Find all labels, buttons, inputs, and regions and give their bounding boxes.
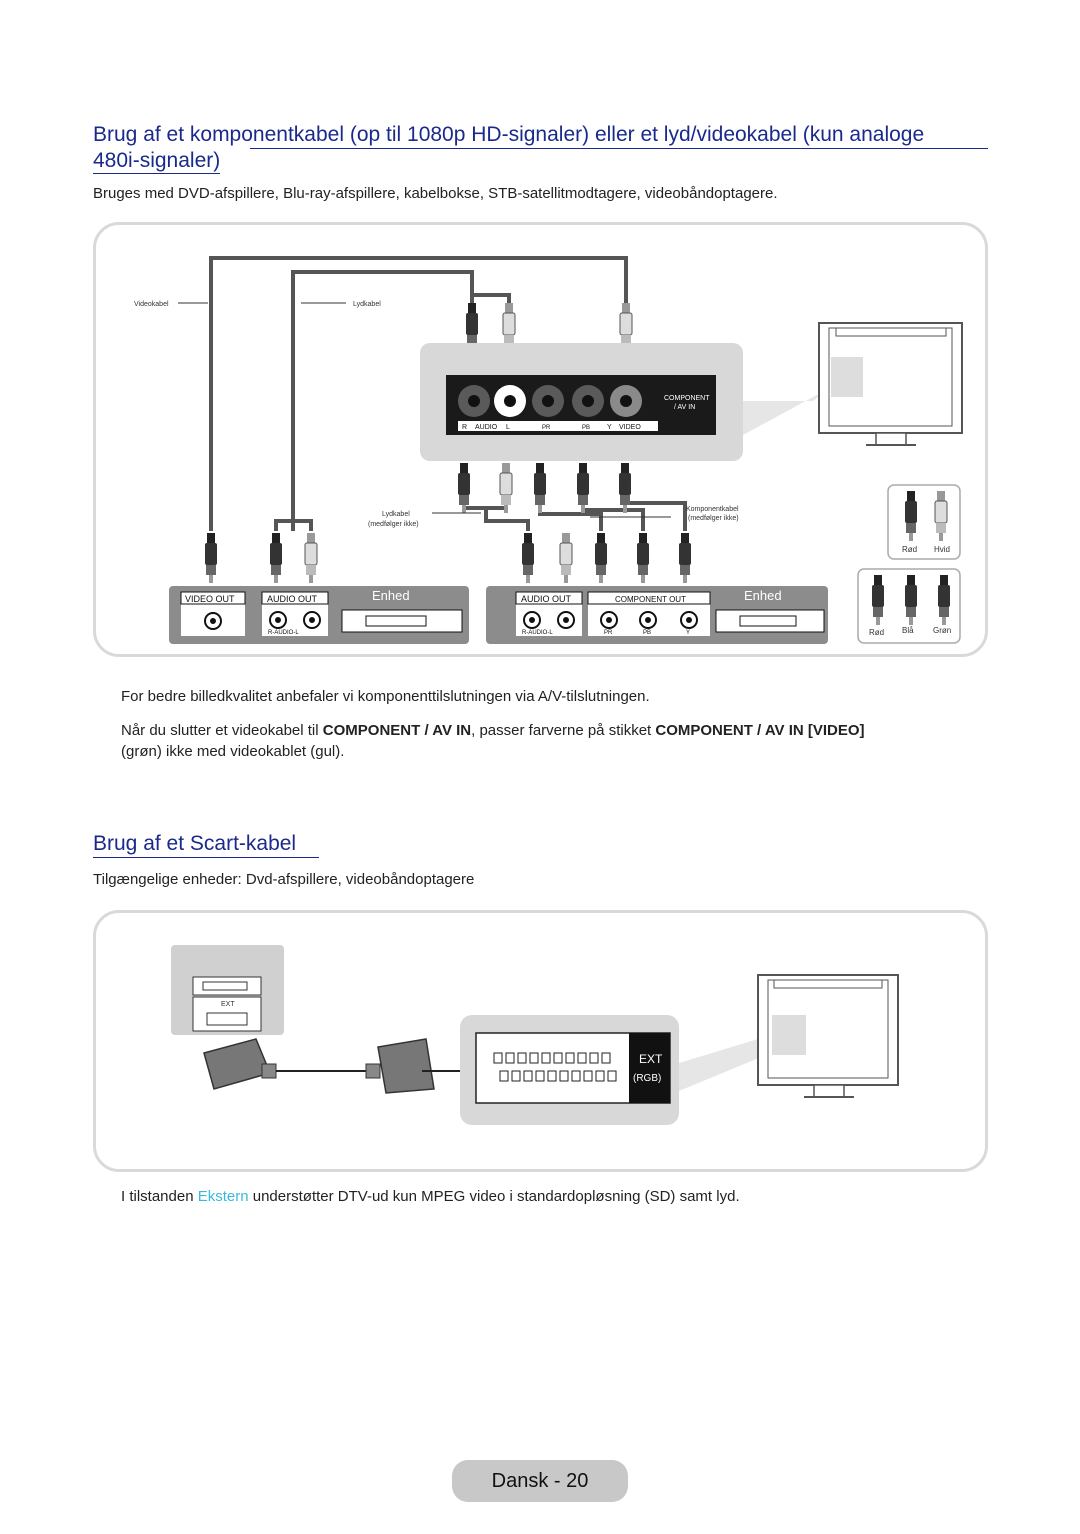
scart-plug-right <box>365 1038 435 1094</box>
dev1-video-out-label: VIDEO OUT <box>185 594 235 604</box>
dev2-enhed-label: Enhed <box>744 588 782 603</box>
section2-subtitle: Tilgængelige enheder: Dvd-afspillere, vi… <box>93 871 475 888</box>
note2-part-c: , passer farverne på stikket <box>471 722 656 739</box>
zoom-wedge <box>743 390 826 435</box>
jack-l <box>494 385 526 417</box>
device-2: AUDIO OUT R-AUDIO-L COMPONENT OUT PR PB … <box>486 586 828 644</box>
tv-rear-view <box>818 322 963 446</box>
device-ext-label: EXT <box>221 1001 235 1008</box>
dev1-enhed-label: Enhed <box>372 588 410 603</box>
device-1: VIDEO OUT AUDIO OUT R-AUDIO-L Enhed <box>169 586 469 644</box>
note2-part-e: (grøn) ikke med videokablet (gul). <box>121 743 345 760</box>
panel-label-strip <box>458 421 658 431</box>
plug-audio-r-dev2 <box>522 533 534 583</box>
plug-mid-r2 <box>534 463 546 513</box>
zoom-wedge-2 <box>679 1039 771 1091</box>
scart-pins <box>493 1052 617 1082</box>
plug-audio-r-dev1 <box>270 533 282 583</box>
panel-video: VIDEO <box>619 424 641 431</box>
legend2-red: Rød <box>869 628 884 637</box>
section-subtitle: Bruges med DVD-afspillere, Blu-ray-afspi… <box>93 185 778 202</box>
jack-y <box>610 385 642 417</box>
note-ekstern-a: I tilstanden <box>121 1188 198 1205</box>
title-underline <box>250 148 988 149</box>
plug-mid-w <box>499 462 513 514</box>
plug-mid-g <box>619 463 631 513</box>
jack-pb <box>572 385 604 417</box>
plug-pr-dev2 <box>595 533 607 583</box>
label-lydkabel-bottom: Lydkabel <box>382 511 410 518</box>
legend2-blue: Blå <box>902 626 914 635</box>
note-ekstern-b: Ekstern <box>197 1188 249 1205</box>
page-number-pill: Dansk - 20 <box>452 1460 628 1502</box>
jack-r <box>458 385 490 417</box>
section-title-component: Brug af et komponentkabel (op til 1080p … <box>93 122 989 174</box>
note2-part-b: COMPONENT / AV IN <box>322 722 472 739</box>
plug-y-dev2 <box>679 533 691 583</box>
note-component-colors: Når du slutter et videokabel til COMPONE… <box>121 720 986 762</box>
section-title-line2: 480i-signaler) <box>93 149 221 174</box>
note-ekstern: I tilstanden Ekstern understøtter DTV-ud… <box>121 1186 986 1207</box>
scart-plug-left <box>203 1038 277 1090</box>
plug-audio-w-dev2 <box>559 532 573 584</box>
panel-l: L <box>506 424 510 431</box>
label-komponent-2: (medfølger ikke) <box>688 515 739 522</box>
panel-y: Y <box>607 424 612 431</box>
dev1-audio-out-label: AUDIO OUT <box>267 594 318 604</box>
legend1-red: Rød <box>902 545 917 554</box>
label-videokabel: Videokabel <box>134 301 169 308</box>
note2-part-a: Når du slutter et videokabel til <box>121 722 323 739</box>
plug-audio-w-dev1 <box>304 532 318 584</box>
note-component-quality: For bedre billedkvalitet anbefaler vi ko… <box>121 688 650 705</box>
panel-component-label: COMPONENT <box>664 395 710 402</box>
dev2-component-out-label: COMPONENT OUT <box>615 595 686 604</box>
panel-pr: PR <box>542 425 551 431</box>
plug-pb-dev2 <box>637 533 649 583</box>
plug-mid-b <box>577 463 589 513</box>
jack-pr <box>532 385 564 417</box>
note2-part-d: COMPONENT / AV IN [VIDEO] <box>655 722 865 739</box>
component-connection-diagram: Videokabel Lydkabel COMPONENT / AV IN R … <box>93 222 988 657</box>
ext-label: EXT <box>639 1052 663 1066</box>
dev2-audio-out-label: AUDIO OUT <box>521 594 572 604</box>
label-lydkabel-bottom-2: (medfølger ikke) <box>368 521 419 528</box>
dev2-raudiol-label: R-AUDIO-L <box>522 630 553 636</box>
label-lydkabel-top: Lydkabel <box>353 301 381 308</box>
dev1-raudiol-label: R-AUDIO-L <box>268 630 299 636</box>
panel-avin-label: / AV IN <box>674 404 695 411</box>
legend-audio-cable: Rød Hvid <box>887 484 961 560</box>
dev2-pr-label: PR <box>604 630 613 636</box>
dev2-pb-label: PB <box>643 630 651 636</box>
panel-pb: PB <box>582 425 590 431</box>
legend2-green: Grøn <box>933 626 951 635</box>
dev2-y-label: Y <box>686 630 690 636</box>
panel-r: R <box>462 424 467 431</box>
legend1-white: Hvid <box>934 545 950 554</box>
legend-component-cable: Rød Blå Grøn <box>857 568 961 644</box>
label-komponent: Komponentkabel <box>686 506 739 513</box>
scart-diagram-svg: EXT EXT (RGB) <box>171 945 899 1125</box>
scart-device: EXT <box>171 945 284 1035</box>
section-title-line1: Brug af et komponentkabel (op til 1080p … <box>93 123 925 146</box>
ext-rgb-label: (RGB) <box>633 1073 661 1084</box>
note-ekstern-c: understøtter DTV-ud kun MPEG video i sta… <box>248 1188 740 1205</box>
section-title-scart: Brug af et Scart-kabel <box>93 832 297 855</box>
panel-audio: AUDIO <box>475 424 498 431</box>
tv-rear-view-2 <box>757 974 899 1098</box>
component-diagram-svg: Videokabel Lydkabel COMPONENT / AV IN R … <box>134 256 963 644</box>
plug-video-dev1 <box>205 533 217 583</box>
plug-mid-r <box>458 463 470 513</box>
scart-connection-diagram: EXT EXT (RGB) <box>93 910 988 1172</box>
title-underline-2 <box>93 857 319 858</box>
